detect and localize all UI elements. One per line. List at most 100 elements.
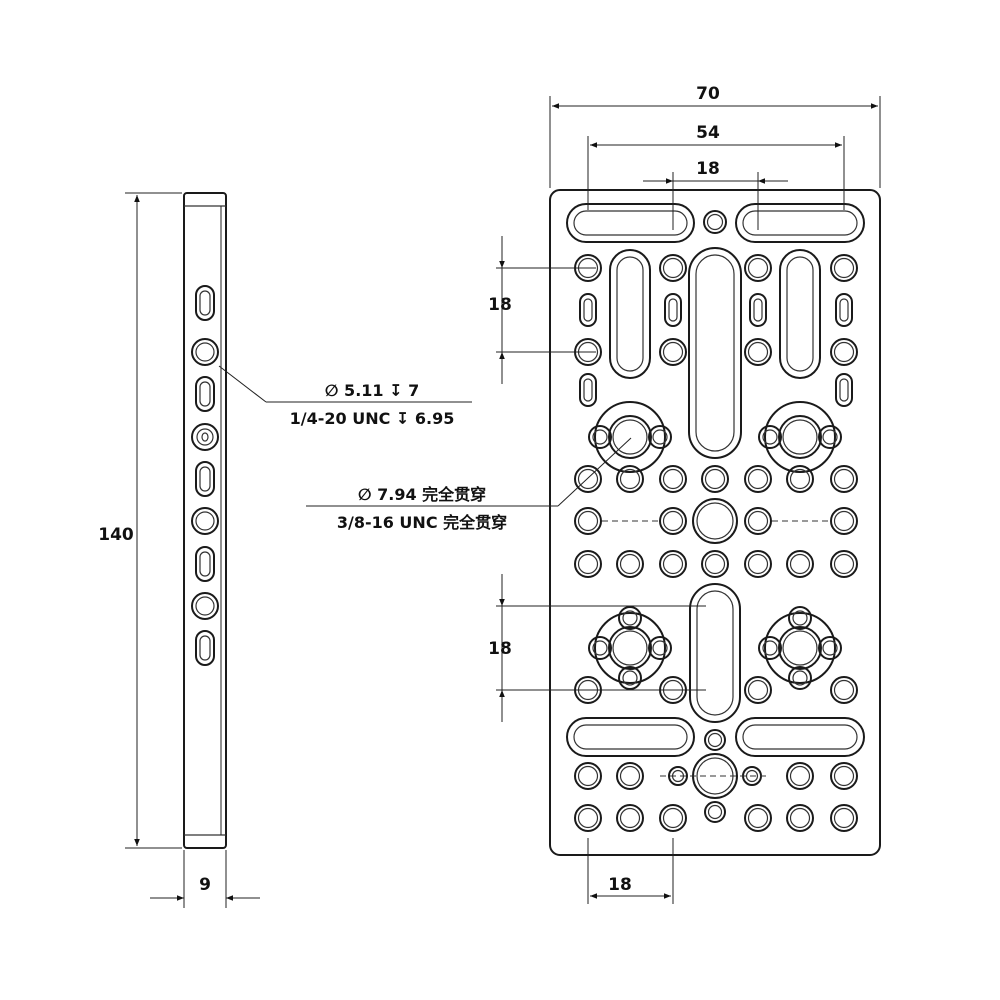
dimension-overall-width-label: 70 xyxy=(696,84,720,104)
side-threaded-hole xyxy=(191,423,219,451)
grid-hole-inner xyxy=(619,765,641,787)
grid-hole-inner xyxy=(619,807,641,829)
grid-hole-inner xyxy=(577,807,599,829)
top-right-slot-inner xyxy=(742,210,858,236)
grid-hole xyxy=(616,762,644,790)
dimension-vertical-pitch-top: 18 xyxy=(488,236,596,384)
small-slot xyxy=(664,293,682,327)
side-threaded-hole-core xyxy=(201,432,209,442)
grid-hole xyxy=(659,465,687,493)
dimension-vertical-pitch-bottom: 18 xyxy=(488,574,706,722)
side-slot-inner xyxy=(199,381,211,407)
side-hole-inner xyxy=(195,596,215,616)
grid-hole-inner xyxy=(704,468,726,490)
bottom-left-slot-inner xyxy=(573,724,688,750)
dimension-center-spacing-label: 18 xyxy=(696,159,720,179)
clover-upper-right-lobe xyxy=(758,425,782,449)
grid-hole-inner xyxy=(662,807,684,829)
center-long-slot-inner xyxy=(695,254,735,452)
clover-lower-right-lobe-inner xyxy=(762,640,778,656)
bottom-center-small-hole xyxy=(704,729,726,751)
small-slot-inner xyxy=(753,298,763,322)
mount-hole-inner xyxy=(662,341,684,363)
mount-hole xyxy=(659,254,687,282)
clover-lower-left-bore xyxy=(608,626,652,670)
grid-hole xyxy=(744,804,772,832)
upper-left-slot xyxy=(609,249,651,379)
clover-lower-right-lobe-inner xyxy=(822,640,838,656)
mount-hole xyxy=(659,338,687,366)
clover-upper-right-ring xyxy=(764,401,836,473)
clover-lower-right-lobe-inner xyxy=(792,610,808,626)
callout-small-hole-line1: ∅ 5.11 ↧ 7 xyxy=(325,381,419,400)
grid-hole xyxy=(744,550,772,578)
callout-small-hole-line2: 1/4-20 UNC ↧ 6.95 xyxy=(290,409,455,428)
side-view-holes xyxy=(191,285,219,666)
small-slot xyxy=(579,373,597,407)
side-slot-inner xyxy=(199,551,211,577)
callout-large-hole-line2: 3/8-16 UNC 完全贯穿 xyxy=(337,513,507,532)
grid-hole-inner xyxy=(577,510,599,532)
bottom-center-small-hole-inner xyxy=(707,732,723,748)
front-view-features xyxy=(566,203,865,832)
grid-hole xyxy=(744,465,772,493)
front-view xyxy=(549,189,881,856)
small-slot xyxy=(835,293,853,327)
grid-hole xyxy=(574,762,602,790)
bottom-right-slot-inner xyxy=(742,724,858,750)
clover-upper-left-lobe xyxy=(648,425,672,449)
clover-upper-left-lobe-inner xyxy=(652,429,668,445)
grid-hole-inner xyxy=(747,468,769,490)
grid-hole xyxy=(786,762,814,790)
grid-hole xyxy=(616,465,644,493)
grid-hole-inner xyxy=(833,765,855,787)
grid-hole-inner xyxy=(577,765,599,787)
mount-hole xyxy=(830,676,858,704)
side-hole xyxy=(191,338,219,366)
grid-hole xyxy=(659,507,687,535)
mount-hole-inner xyxy=(747,257,769,279)
side-hole xyxy=(191,592,219,620)
grid-hole-inner xyxy=(789,807,811,829)
bottom-center-small-hole xyxy=(704,801,726,823)
callout-small-hole: ∅ 5.11 ↧ 7 1/4-20 UNC ↧ 6.95 xyxy=(218,365,472,428)
side-slot xyxy=(195,285,215,321)
grid-hole-inner xyxy=(662,468,684,490)
side-slot-inner xyxy=(199,635,211,661)
lower-center-slot-inner xyxy=(696,590,734,716)
dimension-overall-width: 70 xyxy=(549,84,881,188)
dimension-vertical-pitch-bottom-label: 18 xyxy=(488,639,512,659)
clover-lower-left-ring xyxy=(594,612,666,684)
side-slot xyxy=(195,546,215,582)
clover-upper-left-lobe xyxy=(588,425,612,449)
clover-lower-right-ring xyxy=(764,612,836,684)
upper-left-slot-inner xyxy=(616,256,644,372)
clover-upper-left-bore-inner xyxy=(612,419,648,455)
clover-upper-left-bore xyxy=(608,415,652,459)
grid-hole-inner xyxy=(833,553,855,575)
grid-hole xyxy=(830,762,858,790)
grid-hole-inner xyxy=(789,553,811,575)
dimension-bottom-pitch: 18 xyxy=(587,838,674,904)
grid-hole xyxy=(786,465,814,493)
grid-hole xyxy=(744,507,772,535)
small-slot-inner xyxy=(583,378,593,402)
grid-hole xyxy=(830,804,858,832)
clover-lower-left-lobe-inner xyxy=(622,610,638,626)
grid-hole xyxy=(574,507,602,535)
grid-hole xyxy=(616,804,644,832)
mount-hole-inner xyxy=(747,341,769,363)
grid-hole xyxy=(830,550,858,578)
side-threaded-hole-inner xyxy=(196,428,214,446)
grid-hole xyxy=(574,465,602,493)
clover-upper-right-lobe-inner xyxy=(822,429,838,445)
grid-hole-inner xyxy=(789,765,811,787)
clover-upper-left-lobe-inner xyxy=(592,429,608,445)
clover-lower-right-lobe xyxy=(788,666,812,690)
small-slot-inner xyxy=(839,298,849,322)
clover-lower-left-lobe xyxy=(618,606,642,630)
clover-lower-right-lobe xyxy=(818,636,842,660)
dimension-height-label: 140 xyxy=(98,525,134,545)
clover-lower-left-bore-inner xyxy=(612,630,648,666)
